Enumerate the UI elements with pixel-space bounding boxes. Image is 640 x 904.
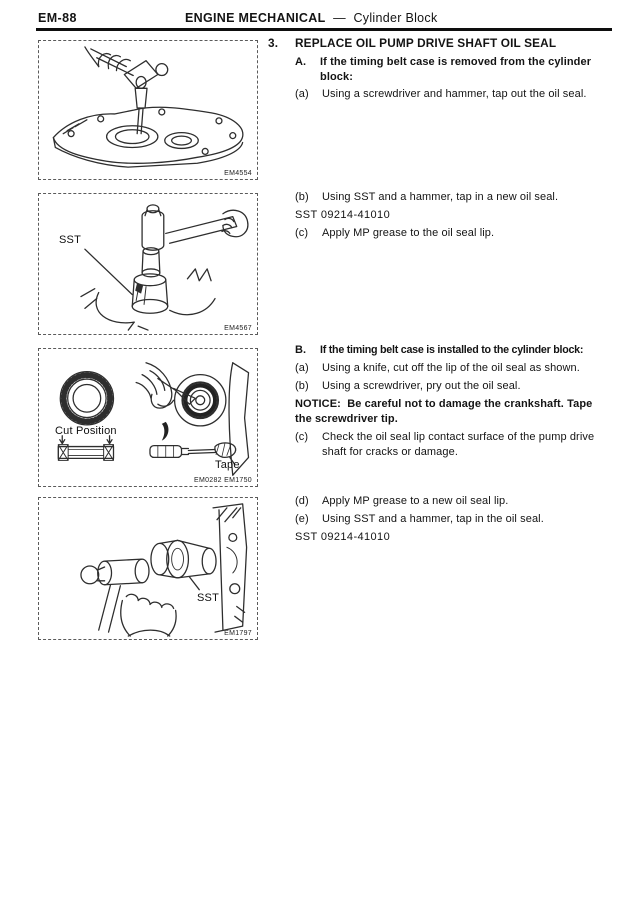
header-divider-rule bbox=[36, 28, 612, 31]
step-label: (c) bbox=[295, 431, 309, 443]
step-label: (d) bbox=[295, 495, 309, 507]
figure-code: EM0282 EM1750 bbox=[194, 477, 252, 484]
step-label: (c) bbox=[295, 227, 309, 239]
step-item: (a) Using a screwdriver and hammer, tap … bbox=[268, 87, 612, 102]
notice-paragraph: NOTICE: Be careful not to damage the cra… bbox=[268, 397, 612, 427]
procedure-section: (d) Apply MP grease to a new oil seal li… bbox=[268, 494, 612, 548]
step-item: (e) Using SST and a hammer, tap in the o… bbox=[268, 512, 612, 527]
procedure-section: 3. REPLACE OIL PUMP DRIVE SHAFT OIL SEAL… bbox=[268, 36, 612, 105]
figure-box-tap-in-seal-horizontal: SST EM1797 bbox=[38, 497, 258, 640]
header-subsection: Cylinder Block bbox=[353, 11, 438, 25]
header-page-number: EM-88 bbox=[38, 11, 77, 25]
case-b-label: B. bbox=[295, 344, 307, 356]
step-label: (a) bbox=[295, 362, 309, 374]
sst-callout: SST bbox=[197, 592, 219, 604]
step-text: Using SST and a hammer, tap in the oil s… bbox=[322, 513, 544, 525]
step-text: Check the oil seal lip contact surface o… bbox=[322, 431, 595, 458]
figure-box-tap-out-seal: EM4554 bbox=[38, 40, 258, 180]
figure-box-tap-in-seal-sst: SST EM4567 bbox=[38, 193, 258, 335]
step-text: Apply MP grease to the oil seal lip. bbox=[322, 227, 495, 239]
case-a-heading: If the timing belt case is removed from … bbox=[320, 56, 592, 83]
step-text: Using a screwdriver and hammer, tap out … bbox=[322, 88, 587, 100]
figure-box-cut-seal-lip: Cut Position Tape EM0282 EM1750 bbox=[38, 348, 258, 487]
step-label: (e) bbox=[295, 513, 309, 525]
header-separator: — bbox=[333, 11, 346, 25]
step-item: (a) Using a knife, cut off the lip of th… bbox=[268, 361, 612, 376]
figure-code: EM4554 bbox=[224, 170, 252, 177]
step-item: (d) Apply MP grease to a new oil seal li… bbox=[268, 494, 612, 509]
step-item: (c) Check the oil seal lip contact surfa… bbox=[268, 430, 612, 460]
figure-code: EM1797 bbox=[224, 630, 252, 637]
case-b-heading: If the timing belt case is installed to … bbox=[320, 344, 584, 356]
sst-number-line: SST 09214-41010 bbox=[268, 208, 612, 223]
step-item: (b) Using a screwdriver, pry out the oil… bbox=[268, 379, 612, 394]
step-text: Using SST and a hammer, tap in a new oil… bbox=[322, 191, 559, 203]
step-text: Apply MP grease to a new oil seal lip. bbox=[322, 495, 509, 507]
step-label: (b) bbox=[295, 380, 309, 392]
hammer-sst-crankshaft-illustration bbox=[80, 503, 248, 637]
header-section-title: ENGINE MECHANICAL bbox=[185, 11, 326, 25]
procedure-section: (b) Using SST and a hammer, tap in a new… bbox=[268, 190, 612, 244]
notice-label: NOTICE: bbox=[295, 398, 341, 410]
sst-number: SST 09214-41010 bbox=[295, 531, 391, 543]
header-title: ENGINE MECHANICAL — Cylinder Block bbox=[185, 11, 438, 25]
step-text: Using a screwdriver, pry out the oil sea… bbox=[322, 380, 521, 392]
case-a-label: A. bbox=[295, 56, 307, 68]
sst-number: SST 09214-41010 bbox=[295, 209, 391, 221]
step-item: (b) Using SST and a hammer, tap in a new… bbox=[268, 190, 612, 205]
sst-number-line: SST 09214-41010 bbox=[268, 530, 612, 545]
hammer-screwdriver-timing-case-illustration bbox=[52, 46, 244, 168]
oil-seal-cut-position-knife-illustration bbox=[57, 362, 250, 476]
procedure-step-number: 3. bbox=[268, 36, 279, 50]
sst-callout: SST bbox=[59, 234, 81, 246]
figure-code: EM4567 bbox=[224, 325, 252, 332]
step-item: (c) Apply MP grease to the oil seal lip. bbox=[268, 226, 612, 241]
procedure-section: B. If the timing belt case is installed … bbox=[268, 343, 612, 463]
step-label: (a) bbox=[295, 88, 309, 100]
tape-callout: Tape bbox=[215, 459, 240, 471]
step-label: (b) bbox=[295, 191, 309, 203]
notice-text: Be careful not to damage the crankshaft.… bbox=[295, 398, 593, 425]
procedure-title: REPLACE OIL PUMP DRIVE SHAFT OIL SEAL bbox=[295, 36, 557, 50]
cut-position-callout: Cut Position bbox=[55, 425, 117, 437]
step-text: Using a knife, cut off the lip of the oi… bbox=[322, 362, 580, 374]
hammer-sst-tool-illustration bbox=[80, 204, 249, 331]
